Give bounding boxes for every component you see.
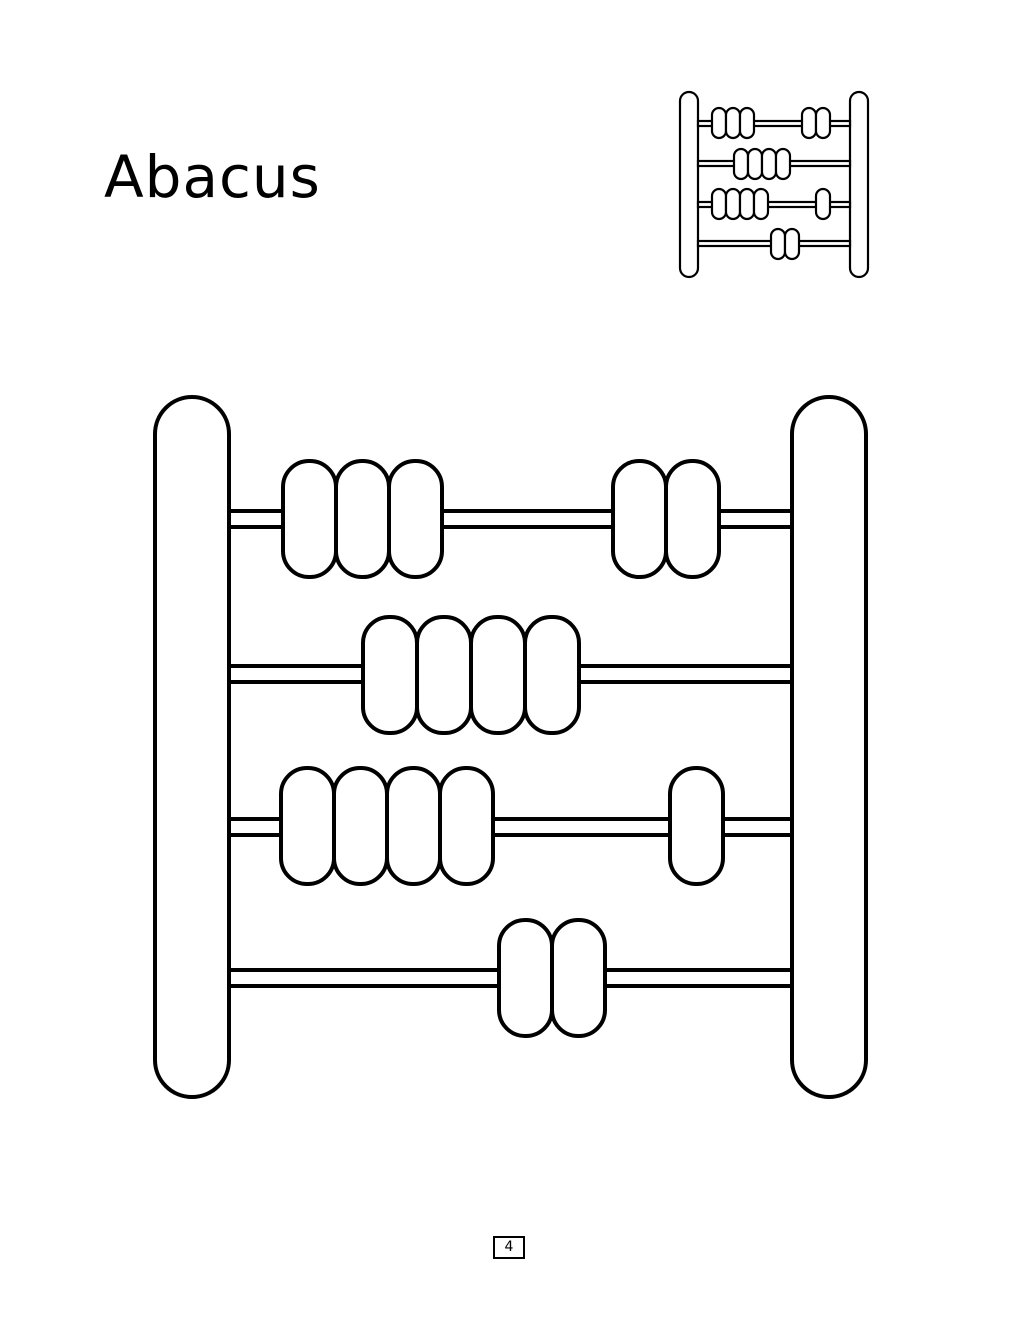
thumb-bead <box>814 106 832 140</box>
abacus-bead <box>334 459 391 579</box>
abacus-bead <box>664 459 721 579</box>
abacus-bead <box>523 615 581 735</box>
thumb-left-frame <box>678 90 700 279</box>
abacus-bead <box>385 766 442 886</box>
thumb-bead <box>774 147 792 181</box>
abacus-right-frame <box>790 395 868 1099</box>
thumb-bead <box>710 106 728 140</box>
thumb-bead <box>783 227 801 261</box>
reference-abacus-icon <box>678 90 870 279</box>
abacus-bead <box>611 459 668 579</box>
abacus-bead <box>415 615 473 735</box>
abacus-bead <box>438 766 495 886</box>
thumb-rod-1 <box>696 119 852 128</box>
page-number: 4 <box>493 1236 525 1259</box>
abacus-bead <box>497 918 554 1038</box>
thumb-rod-3 <box>696 200 852 209</box>
abacus-bead <box>387 459 444 579</box>
thumb-bead <box>769 227 787 261</box>
thumb-bead <box>800 106 818 140</box>
thumb-bead <box>732 147 750 181</box>
thumb-bead <box>746 147 764 181</box>
thumb-right-frame <box>848 90 870 279</box>
thumb-bead <box>710 187 728 221</box>
thumb-bead <box>752 187 770 221</box>
thumb-bead <box>738 106 756 140</box>
thumb-bead <box>814 187 832 221</box>
page-title: Abacus <box>104 143 321 211</box>
thumb-bead <box>760 147 778 181</box>
abacus-illustration <box>153 395 868 1099</box>
abacus-bead <box>550 918 607 1038</box>
abacus-bead <box>332 766 389 886</box>
abacus-bead <box>279 766 336 886</box>
abacus-bead <box>361 615 419 735</box>
thumb-bead <box>724 187 742 221</box>
abacus-bead <box>469 615 527 735</box>
thumb-bead <box>738 187 756 221</box>
abacus-bead <box>668 766 725 886</box>
thumb-bead <box>724 106 742 140</box>
abacus-left-frame <box>153 395 231 1099</box>
abacus-bead <box>281 459 338 579</box>
